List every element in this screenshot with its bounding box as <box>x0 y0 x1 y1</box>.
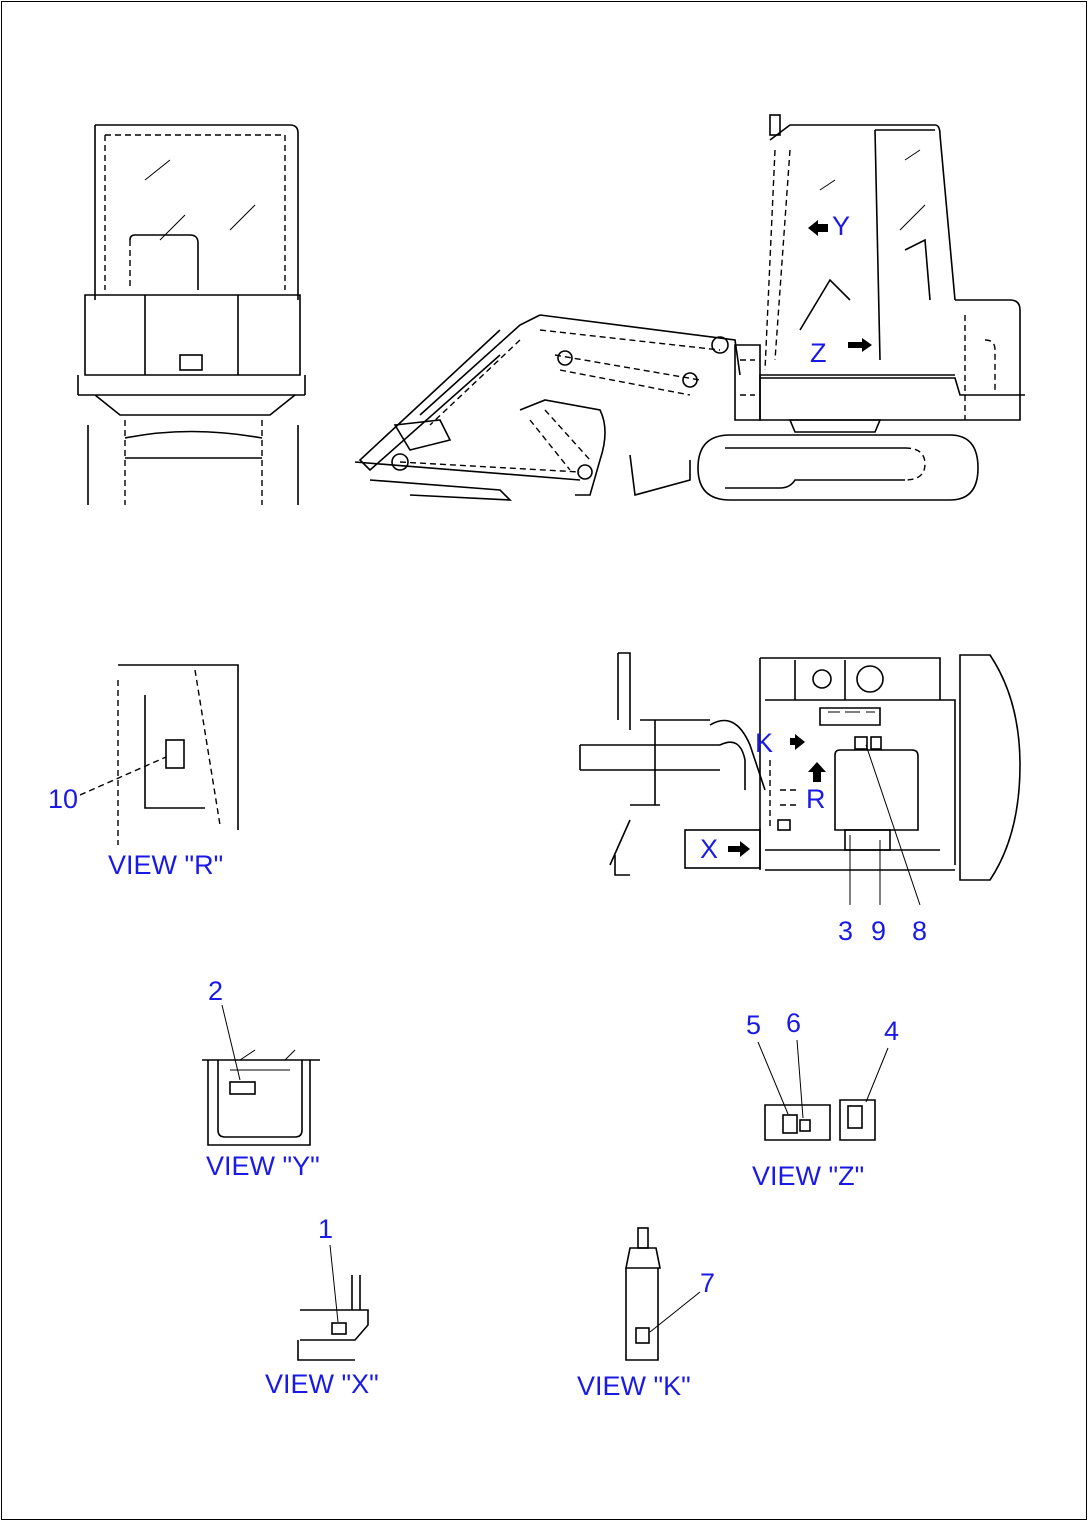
view-y-title: VIEW "Y" <box>206 1151 320 1181</box>
view-z-diagram: 5 6 4 VIEW "Z" <box>746 1008 899 1191</box>
top-view-label-k: K <box>755 728 773 758</box>
label-4-plate <box>847 1105 863 1129</box>
callout-7: 7 <box>700 1268 715 1298</box>
label-2-plate <box>229 1081 256 1095</box>
top-view-label-x: X <box>700 834 718 864</box>
view-x-title: VIEW "X" <box>265 1369 379 1399</box>
callout-3: 3 <box>838 916 853 946</box>
top-view-machine: K R X 3 9 8 <box>579 652 1021 946</box>
callout-5: 5 <box>746 1010 761 1040</box>
view-r-diagram: 10 VIEW "R" <box>48 664 239 880</box>
callout-6: 6 <box>786 1008 801 1038</box>
callout-2: 2 <box>208 976 223 1006</box>
side-view-label-z: Z <box>810 338 827 368</box>
label-5-plate <box>782 1114 798 1134</box>
side-view-machine: Y Z <box>354 114 1025 501</box>
callout-8: 8 <box>912 916 927 946</box>
callout-10: 10 <box>48 784 78 814</box>
label-10-plate <box>165 739 185 769</box>
front-view-machine <box>77 124 306 505</box>
label-7-plate <box>635 1327 650 1344</box>
label-1-plate <box>331 1322 347 1335</box>
view-r-title: VIEW "R" <box>108 850 223 880</box>
view-x-diagram: 1 VIEW "X" <box>265 1214 379 1399</box>
callout-9: 9 <box>871 916 886 946</box>
callout-4: 4 <box>884 1016 899 1046</box>
callout-1: 1 <box>318 1214 333 1244</box>
view-z-title: VIEW "Z" <box>752 1161 864 1191</box>
side-view-label-y: Y <box>832 211 850 241</box>
label-6-plate <box>799 1119 811 1132</box>
view-y-diagram: 2 VIEW "Y" <box>202 976 320 1181</box>
view-k-title: VIEW "K" <box>577 1371 691 1401</box>
view-k-diagram: 7 VIEW "K" <box>577 1227 715 1401</box>
top-view-label-r: R <box>806 784 826 814</box>
